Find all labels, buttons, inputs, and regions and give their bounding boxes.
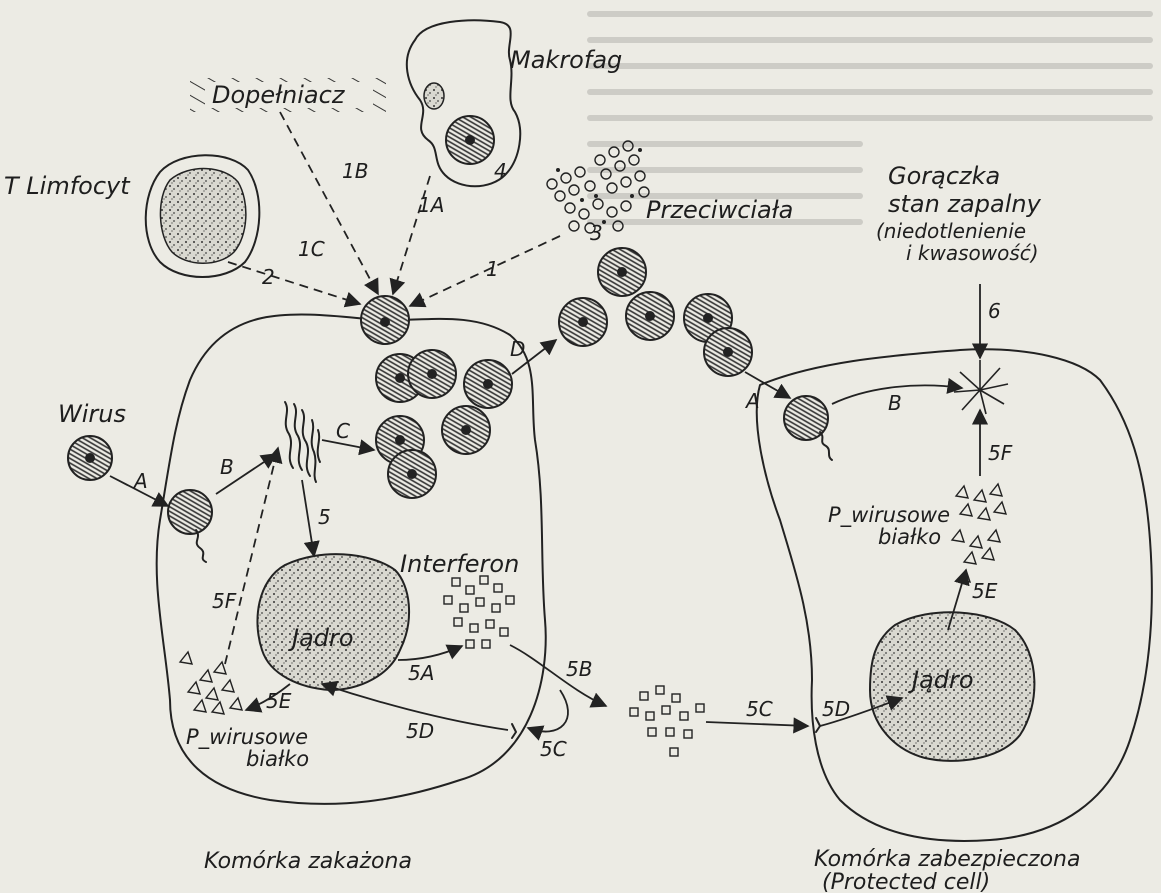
step-5C-left: 5C <box>540 737 567 761</box>
label-makrofag: Makrofag <box>510 46 622 74</box>
interferon-cluster-middle <box>630 686 704 756</box>
label-protected-cell: Komórka zabezpieczona <box>814 847 1080 872</box>
macrophage-vacuole <box>424 83 444 109</box>
step-A-right: A <box>744 389 760 413</box>
viral-protein-triangles-right <box>952 484 1006 582</box>
step-5D-right: 5D <box>822 697 850 721</box>
label-stan-zapalny: stan zapalny <box>888 190 1042 218</box>
step-A-left: A <box>132 469 148 493</box>
step-1: 1 <box>486 257 499 281</box>
left-nucleus <box>257 554 409 690</box>
label-t-limfocyt: T Limfocyt <box>4 172 131 200</box>
step-5E-left: 5E <box>266 689 292 713</box>
step-1C: 1C <box>298 237 325 261</box>
step-B-right: B <box>888 391 902 415</box>
label-wirus: Wirus <box>58 400 126 428</box>
label-jadro-right: Jądro <box>908 666 974 694</box>
step-3: 3 <box>590 221 603 245</box>
step-B-left: B <box>220 455 234 479</box>
background-bleed <box>590 14 1150 222</box>
step-5F-left: 5F <box>212 589 237 613</box>
label-kwasowosc: i kwasowość) <box>906 241 1039 265</box>
label-dopelniacz: Dopełniacz <box>212 81 346 109</box>
fever-burst-icon <box>954 360 1008 414</box>
entering-virus-right <box>784 396 832 460</box>
label-bialko-right: białko <box>878 525 941 549</box>
label-protected-cell-en: (Protected cell) <box>822 870 990 893</box>
label-goraczka: Gorączka <box>888 162 1000 190</box>
step-5: 5 <box>318 505 331 529</box>
label-infected-cell: Komórka zakażona <box>204 849 412 874</box>
label-bialko-left: białko <box>246 747 309 771</box>
viral-protein-triangles-left <box>180 652 242 714</box>
step-C: C <box>336 419 350 443</box>
step-1A: 1A <box>418 193 444 217</box>
membrane-notch-right <box>816 718 820 732</box>
step-D: D <box>510 337 525 361</box>
step-2: 2 <box>262 265 275 289</box>
labels: Dopełniacz Makrofag T Limfocyt Przeciwci… <box>4 46 1080 893</box>
label-niedotlenienie: (niedotlenienie <box>876 219 1026 243</box>
interferon-cluster-left <box>444 576 514 648</box>
step-6: 6 <box>988 299 1001 323</box>
t-lymphocyte-nucleus <box>160 169 245 264</box>
step-5E-right: 5E <box>972 579 998 603</box>
macrophage-virus-core <box>465 135 475 145</box>
entering-virus-left <box>168 490 212 562</box>
membrane-notch-left <box>512 724 516 738</box>
step-5F-right: 5F <box>988 441 1013 465</box>
step-4: 4 <box>494 159 507 183</box>
label-przeciwciala: Przeciwciała <box>646 196 793 224</box>
step-5D-left: 5D <box>406 719 434 743</box>
label-interferon: Interferon <box>400 550 519 578</box>
step-5B: 5B <box>566 657 592 681</box>
step-1B: 1B <box>342 159 368 183</box>
label-jadro-left: Jądro <box>288 624 354 652</box>
step-5A: 5A <box>408 661 434 685</box>
viral-rna-strands <box>285 402 320 482</box>
step-5C-right: 5C <box>746 697 773 721</box>
